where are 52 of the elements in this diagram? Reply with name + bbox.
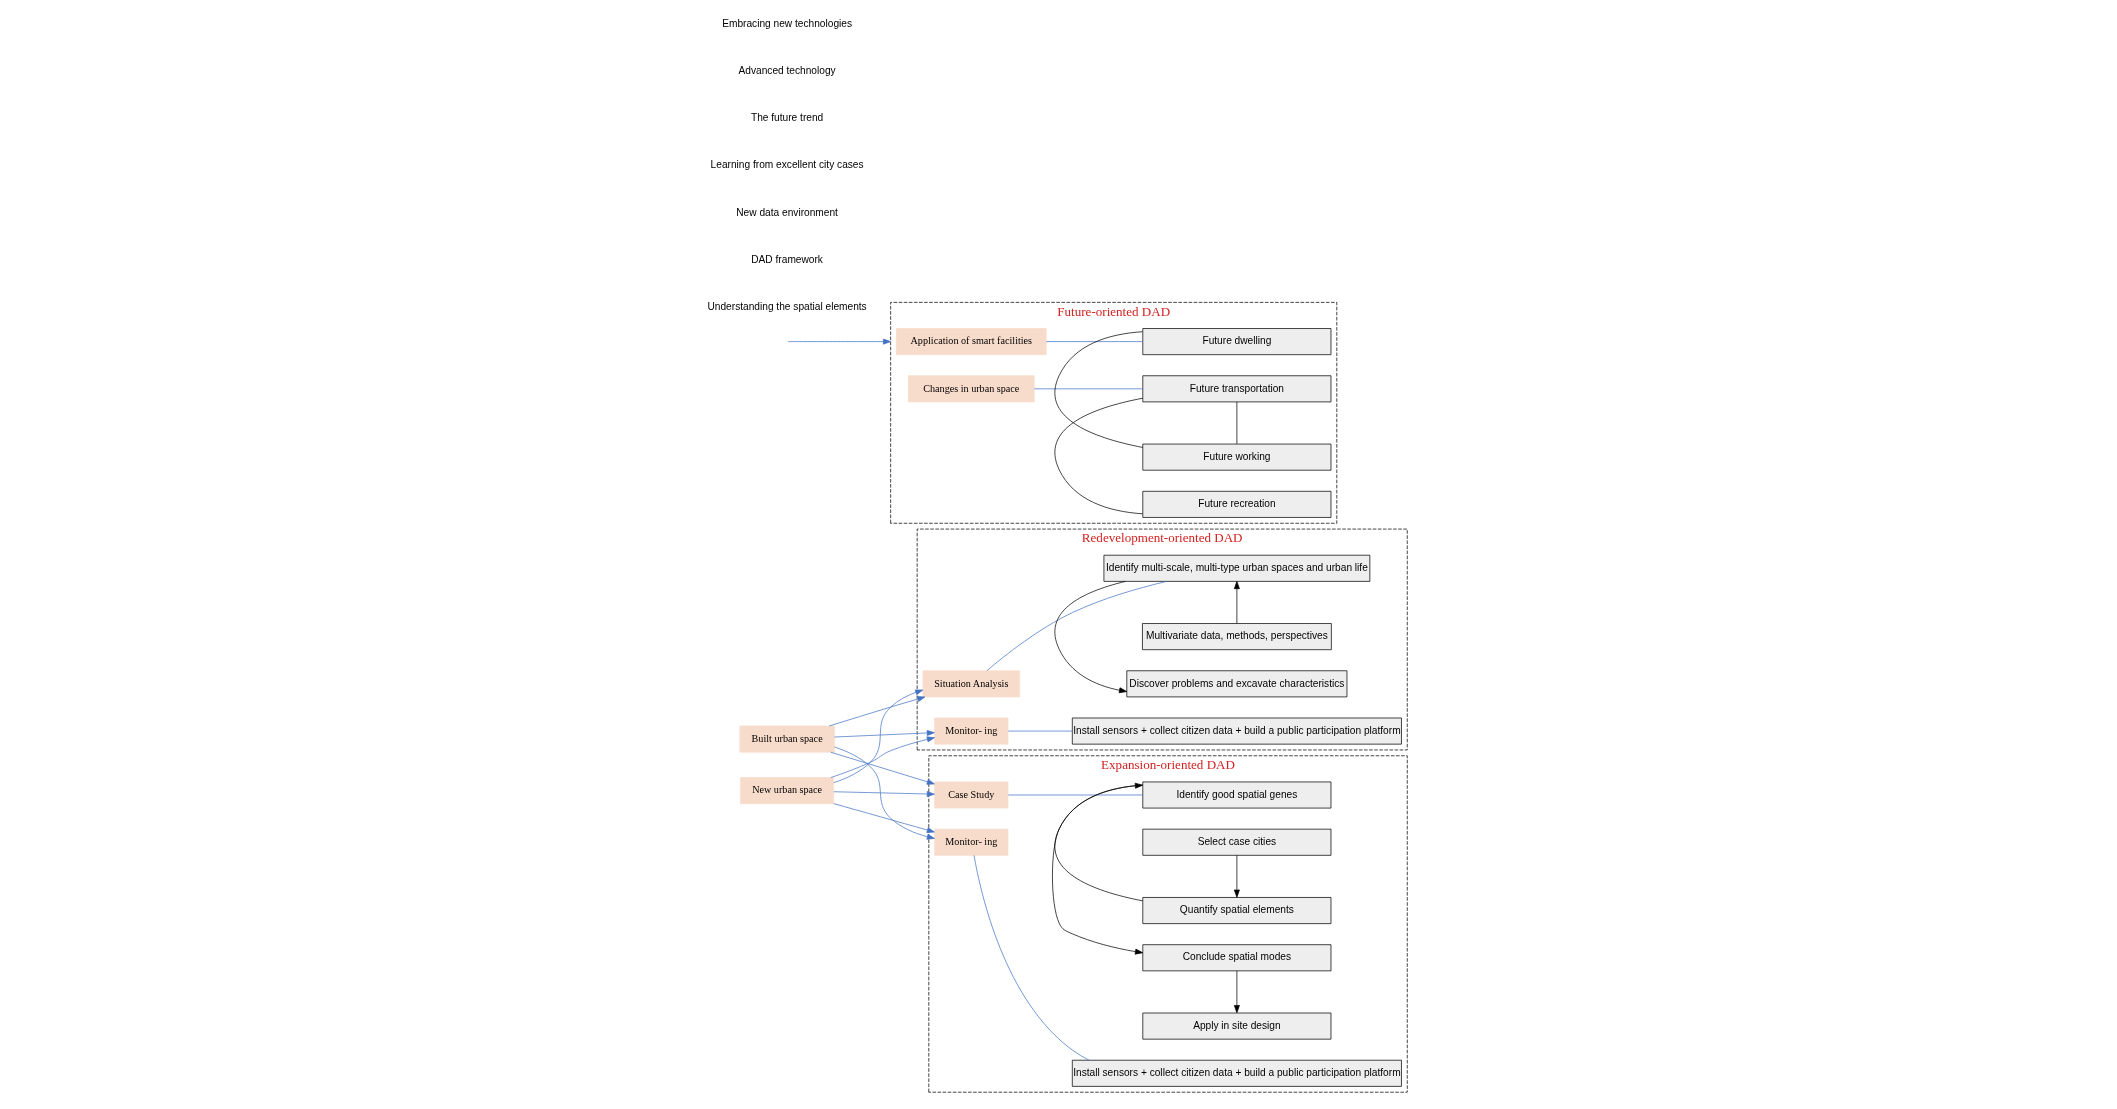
arrow xyxy=(1052,784,1143,955)
label: The future trend xyxy=(750,112,824,124)
node-box: Future working xyxy=(1142,443,1332,471)
connector xyxy=(973,855,1090,1061)
node-box: Future dwelling xyxy=(1142,328,1332,356)
node-box: Discover problems and excavate characteristics xyxy=(1126,670,1348,698)
node-box: Install sensors + collect citizen data + build a public participation platform xyxy=(1071,1059,1402,1087)
node-box: Apply in site design xyxy=(1142,1012,1332,1040)
node-box: Quantify spatial elements xyxy=(1142,897,1332,924)
label: DAD framework xyxy=(751,253,823,265)
label: Embracing new technologies xyxy=(722,17,853,29)
connector xyxy=(1054,397,1144,515)
node-box: Built urban space xyxy=(739,725,835,753)
arrow xyxy=(833,791,935,797)
arrow xyxy=(834,746,935,840)
node-box: Situation Analysis xyxy=(922,670,1020,698)
arrow xyxy=(830,751,935,785)
arrow xyxy=(787,338,891,345)
node-box: Application of smart facilities xyxy=(896,328,1047,356)
connector xyxy=(1054,331,1144,448)
arrow xyxy=(833,689,924,783)
node-box: Select case cities xyxy=(1142,828,1332,856)
arrow xyxy=(1233,970,1240,1014)
arrow xyxy=(833,803,935,833)
node-box: Monitor- ing xyxy=(934,828,1009,856)
arrow xyxy=(834,730,935,738)
connector xyxy=(1007,794,1143,796)
node-box: Identify multi-scale, multi-type urban spaces and urban life xyxy=(1103,554,1371,582)
arrow xyxy=(1233,854,1240,898)
node-box: Case Study xyxy=(934,781,1009,809)
node-box: Future transportation xyxy=(1142,375,1332,403)
label: Understanding the spatial elements xyxy=(707,301,867,313)
node-box: Future recreation xyxy=(1142,490,1332,518)
connector xyxy=(1033,388,1144,390)
connector xyxy=(1045,341,1143,342)
node-box: Install sensors + collect citizen data + build a public participation platform xyxy=(1071,717,1402,745)
arrow xyxy=(1233,581,1240,624)
label: New data environment xyxy=(736,206,838,218)
connector xyxy=(1007,730,1073,732)
node-box: Multivariate data, methods, perspectives xyxy=(1142,623,1332,651)
arrow xyxy=(1054,581,1128,694)
node-box: Conclude spatial modes xyxy=(1142,944,1332,972)
arrow xyxy=(828,696,926,727)
connector xyxy=(986,581,1167,671)
arrow xyxy=(1054,782,1144,902)
arrow xyxy=(830,736,935,778)
node-box: Changes in urban space xyxy=(908,375,1035,403)
node-box: Identify good spatial genes xyxy=(1142,781,1332,809)
label: Advanced technology xyxy=(738,64,836,76)
label: Learning from excellent city cases xyxy=(710,159,864,171)
node-box: New urban space xyxy=(740,777,834,805)
node-box: Monitor- ing xyxy=(934,717,1009,745)
